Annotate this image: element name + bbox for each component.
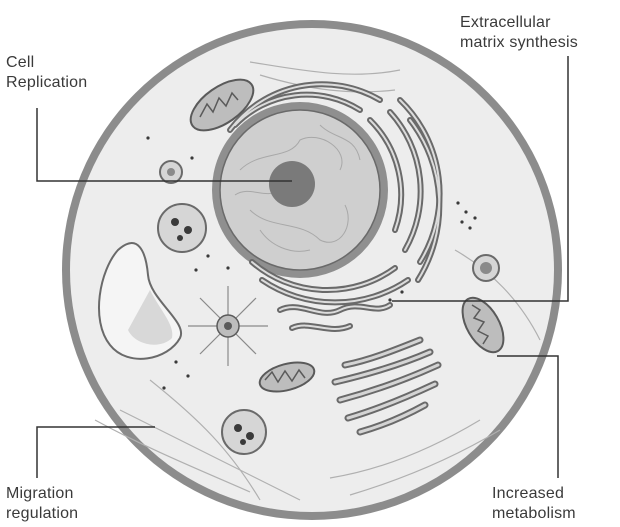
- label-increased-metabolism: Increased metabolism: [492, 484, 576, 524]
- label-cell-replication-line1: Cell: [6, 53, 87, 73]
- label-metabolism-line2: metabolism: [492, 504, 576, 524]
- label-cell-replication-line2: Replication: [6, 73, 87, 93]
- centrosome: [188, 286, 268, 366]
- label-ecm-line1: Extracellular: [460, 13, 578, 33]
- vesicle-small: [160, 161, 182, 183]
- label-migration-line2: regulation: [6, 504, 78, 524]
- label-cell-replication: Cell Replication: [6, 53, 87, 93]
- lysosome-upper: [158, 204, 206, 252]
- nucleus: [212, 102, 388, 278]
- lysosome-lower: [222, 410, 266, 454]
- label-migration-regulation: Migration regulation: [6, 484, 78, 524]
- nucleolus: [269, 161, 315, 207]
- label-metabolism-line1: Increased: [492, 484, 576, 504]
- label-ecm-line2: matrix synthesis: [460, 33, 578, 53]
- label-migration-line1: Migration: [6, 484, 78, 504]
- vesicle-right: [473, 255, 499, 281]
- label-extracellular-matrix-synthesis: Extracellular matrix synthesis: [460, 13, 578, 53]
